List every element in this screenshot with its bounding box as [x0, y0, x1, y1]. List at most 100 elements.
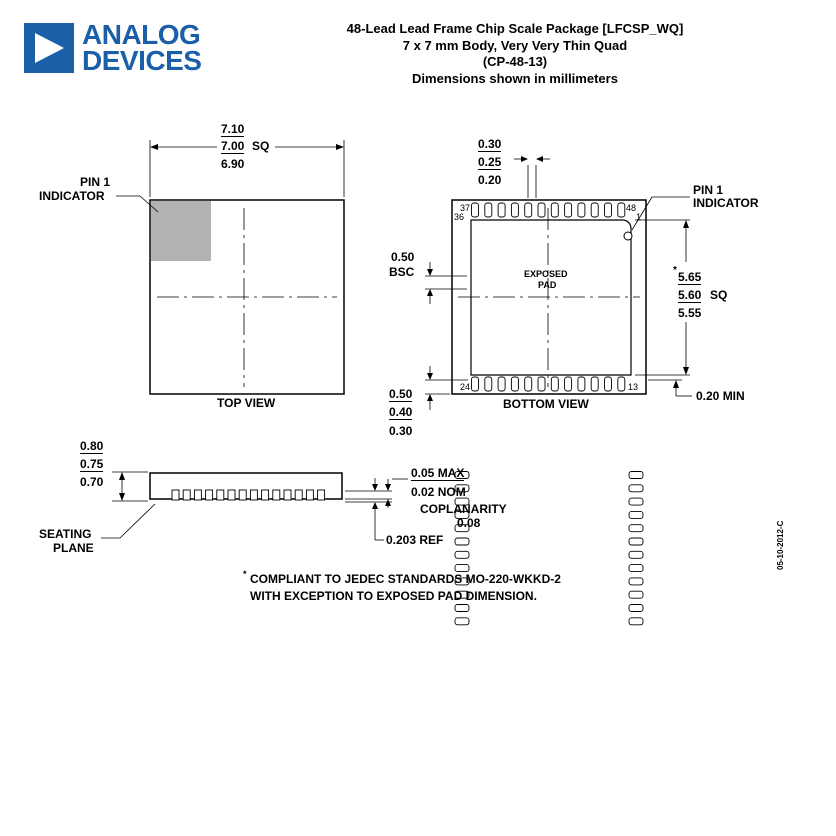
standoff-max: 0.05 MAX — [411, 466, 465, 481]
title-line3: (CP-48-13) — [482, 54, 548, 69]
lead-pad — [564, 202, 573, 218]
lead-pad — [510, 376, 519, 392]
footnote-star: * — [243, 569, 247, 579]
lead-pad — [497, 376, 506, 392]
lead-pad — [628, 617, 644, 626]
lead-pad — [577, 202, 586, 218]
top-pin1-line1: PIN 1 — [80, 175, 111, 189]
lead-pad — [617, 202, 626, 218]
lead-array — [454, 202, 644, 626]
footnote-line2: WITH EXCEPTION TO EXPOSED PAD DIMENSION. — [250, 589, 537, 603]
side-lead — [294, 489, 303, 501]
exposed-pad-label1: EXPOSED — [524, 269, 568, 279]
pad-dim-max: 5.65 — [678, 270, 702, 285]
lead-width-nom: 0.25 — [478, 155, 502, 170]
side-lead — [249, 489, 258, 501]
top-view-body — [149, 199, 345, 395]
height-max: 0.80 — [80, 439, 104, 454]
exposed-pad-label2: PAD — [538, 280, 557, 290]
title-line4: Dimensions shown in millimeters — [412, 71, 618, 86]
pin-number-24: 24 — [460, 382, 471, 392]
lead-pad — [628, 484, 644, 493]
lead-pad — [604, 202, 612, 218]
side-lead — [205, 489, 214, 501]
lead-pad — [628, 564, 644, 573]
lead-pad — [454, 590, 470, 599]
logo-wordmark: ANALOG DEVICES — [82, 19, 202, 76]
lead-pad — [497, 202, 506, 218]
side-lead — [193, 489, 202, 501]
lead-pad — [454, 537, 470, 546]
lead-width-max: 0.30 — [478, 137, 502, 152]
top-dim-sq: SQ — [252, 139, 270, 153]
pitch-bsc: BSC — [389, 265, 415, 279]
pin-number-36: 36 — [454, 212, 465, 222]
lead-pad — [617, 376, 626, 392]
lead-pad — [524, 376, 533, 392]
bottom-view-caption: BOTTOM VIEW — [503, 397, 589, 411]
lead-pad — [628, 604, 644, 612]
exposed-pad — [470, 219, 632, 376]
lead-pad — [550, 202, 559, 218]
bottom-pin1-line1: PIN 1 — [693, 183, 724, 197]
min-gap-label: 0.20 MIN — [696, 389, 745, 403]
footnote-line1: COMPLIANT TO JEDEC STANDARDS MO-220-WKKD… — [250, 572, 561, 586]
logo-line1: ANALOG — [82, 19, 201, 50]
title-line2: 7 x 7 mm Body, Very Very Thin Quad — [402, 38, 628, 53]
standoff-nom: 0.02 NOM — [411, 485, 466, 499]
side-lead — [305, 489, 314, 501]
pin-number-48: 48 — [626, 203, 637, 213]
side-lead — [216, 489, 225, 501]
lead-pad — [454, 524, 470, 533]
top-dim-nom: 7.00 — [221, 139, 245, 154]
bottom-view-body — [451, 199, 647, 395]
lead-pad — [454, 471, 470, 479]
lead-pad — [471, 202, 479, 218]
lead-length-max: 0.50 — [389, 387, 413, 402]
lead-pad — [628, 497, 644, 506]
lead-pad — [484, 376, 493, 392]
side-lead — [182, 489, 191, 501]
side-lead-array — [171, 489, 326, 501]
side-lead — [283, 489, 292, 501]
lead-pad — [628, 524, 644, 533]
lead-pad — [510, 202, 519, 218]
side-lead — [261, 489, 270, 501]
lead-pad — [564, 376, 573, 392]
height-min: 0.70 — [80, 475, 104, 489]
lead-pad — [454, 497, 470, 506]
lead-pad — [454, 604, 470, 612]
pin-number-37: 37 — [460, 203, 471, 213]
lead-pad — [628, 550, 644, 559]
lead-pad — [628, 471, 644, 479]
logo-mark — [24, 23, 74, 73]
pad-dim-sq: SQ — [710, 288, 728, 302]
top-view-caption: TOP VIEW — [217, 396, 276, 410]
lead-pad — [471, 376, 479, 392]
bottom-pin1-line2: INDICATOR — [693, 196, 759, 210]
lead-width-min: 0.20 — [478, 173, 502, 187]
lead-pad — [590, 376, 599, 392]
lead-pad — [454, 577, 470, 586]
title-line1: 48-Lead Lead Frame Chip Scale Package [L… — [346, 21, 684, 36]
pin-number-13: 13 — [628, 382, 639, 392]
lead-pad — [604, 376, 612, 392]
pin1-indicator-mark — [151, 201, 211, 261]
lead-pad — [550, 376, 559, 392]
lead-pad — [454, 550, 470, 559]
pitch-value: 0.50 — [391, 250, 415, 264]
lead-pad — [590, 202, 599, 218]
seating-plane-line1: SEATING — [39, 527, 92, 541]
bottom-view-drawing — [425, 156, 692, 626]
side-lead — [227, 489, 236, 501]
side-lead — [238, 489, 247, 501]
lead-pad — [454, 484, 470, 493]
pad-dim-min: 5.55 — [678, 306, 702, 320]
coplanarity-label: COPLANARITY — [420, 502, 507, 516]
lead-pad — [577, 376, 586, 392]
pad-dim-nom: 5.60 — [678, 288, 702, 303]
side-view-drawing — [101, 471, 408, 541]
logo-line2: DEVICES — [82, 45, 202, 76]
pad-footnote-star: * — [673, 265, 677, 276]
lead-length-min: 0.30 — [389, 424, 413, 438]
